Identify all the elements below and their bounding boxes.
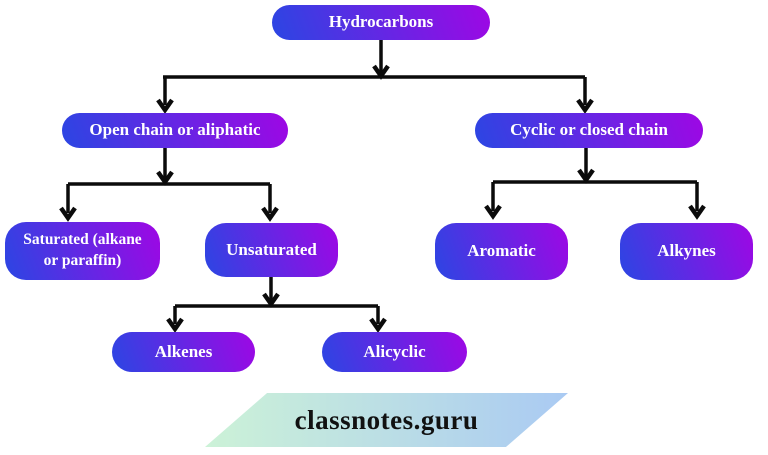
arrowhead-down-icon (577, 168, 595, 184)
arrowhead-down-icon (262, 292, 280, 308)
arrowhead-down-icon (156, 170, 174, 186)
connector-unsaturated-split (166, 277, 387, 333)
arrowhead-down-icon (59, 206, 77, 222)
connector-cyclic-split (484, 148, 706, 220)
node-open-chain-or-aliphatic: Open chain or aliphatic (62, 113, 288, 148)
node-cyclic-or-closed-chain: Cyclic or closed chain (475, 113, 703, 148)
arrowhead-down-icon (261, 206, 279, 222)
node-alicyclic: Alicyclic (322, 332, 467, 372)
arrowhead-down-icon (166, 317, 184, 333)
arrowhead-down-icon (369, 317, 387, 333)
arrowhead-down-icon (156, 98, 174, 114)
connector-hydrocarbons-split (156, 40, 594, 114)
node-unsaturated: Unsaturated (205, 223, 338, 277)
arrowhead-down-icon (576, 98, 594, 114)
arrowhead-down-icon (484, 204, 502, 220)
watermark-text: classnotes.guru (294, 404, 479, 435)
node-aromatic: Aromatic (435, 223, 568, 280)
node-saturated-alkane-or-paraffin: Saturated (alkane or paraffin) (5, 222, 160, 280)
watermark-banner: classnotes.guru (205, 393, 568, 447)
connector-open-chain-split (59, 148, 279, 222)
node-hydrocarbons: Hydrocarbons (272, 5, 490, 40)
arrowhead-down-icon (372, 64, 390, 80)
arrowhead-down-icon (688, 204, 706, 220)
node-alkenes: Alkenes (112, 332, 255, 372)
node-alkynes: Alkynes (620, 223, 753, 280)
